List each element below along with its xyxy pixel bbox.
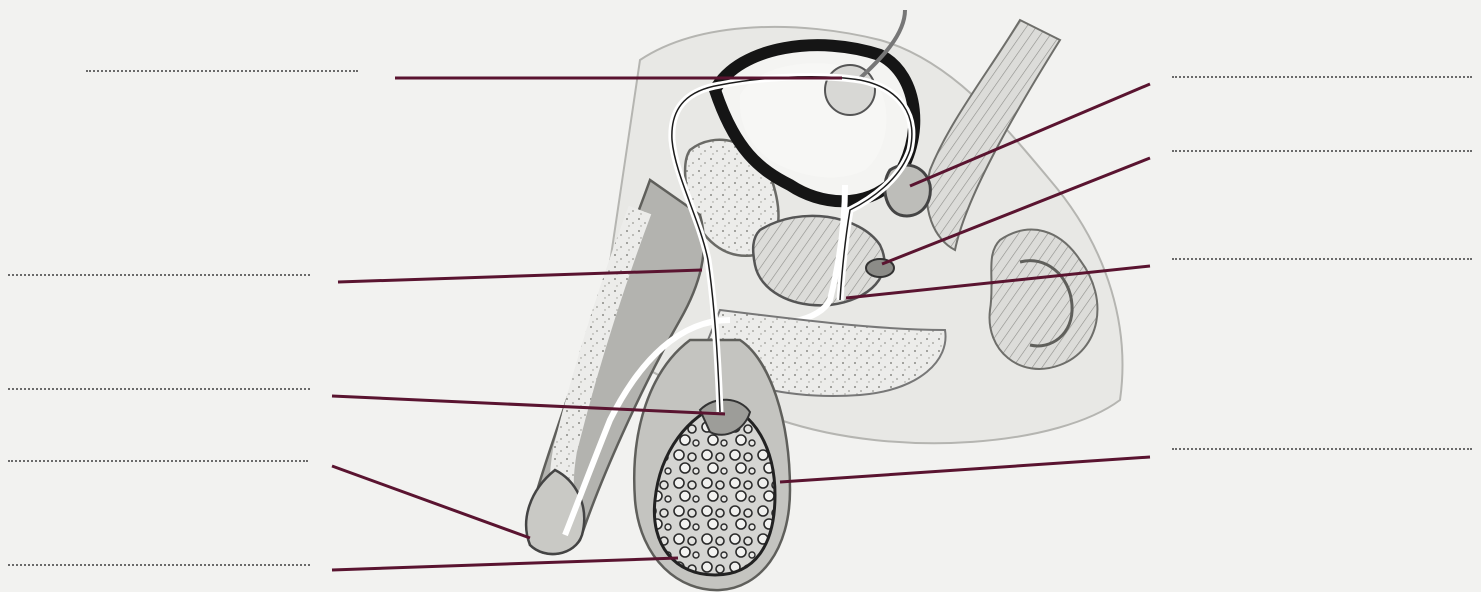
label-blank-4[interactable]	[8, 460, 308, 462]
prostate-gland	[753, 216, 884, 305]
label-blank-1[interactable]	[86, 70, 358, 72]
leader-line-9	[780, 457, 1150, 482]
label-blank-8[interactable]	[1172, 258, 1472, 260]
label-blank-3[interactable]	[8, 388, 310, 390]
scrotum-group	[634, 340, 790, 590]
label-blank-7[interactable]	[1172, 150, 1472, 152]
label-blank-5[interactable]	[8, 564, 310, 566]
label-blank-6[interactable]	[1172, 76, 1472, 78]
label-blank-9[interactable]	[1172, 448, 1472, 450]
seminal-vesicle	[885, 165, 931, 216]
label-blank-2[interactable]	[8, 274, 310, 276]
leader-line-4	[332, 466, 530, 538]
leader-line-5	[332, 558, 678, 570]
